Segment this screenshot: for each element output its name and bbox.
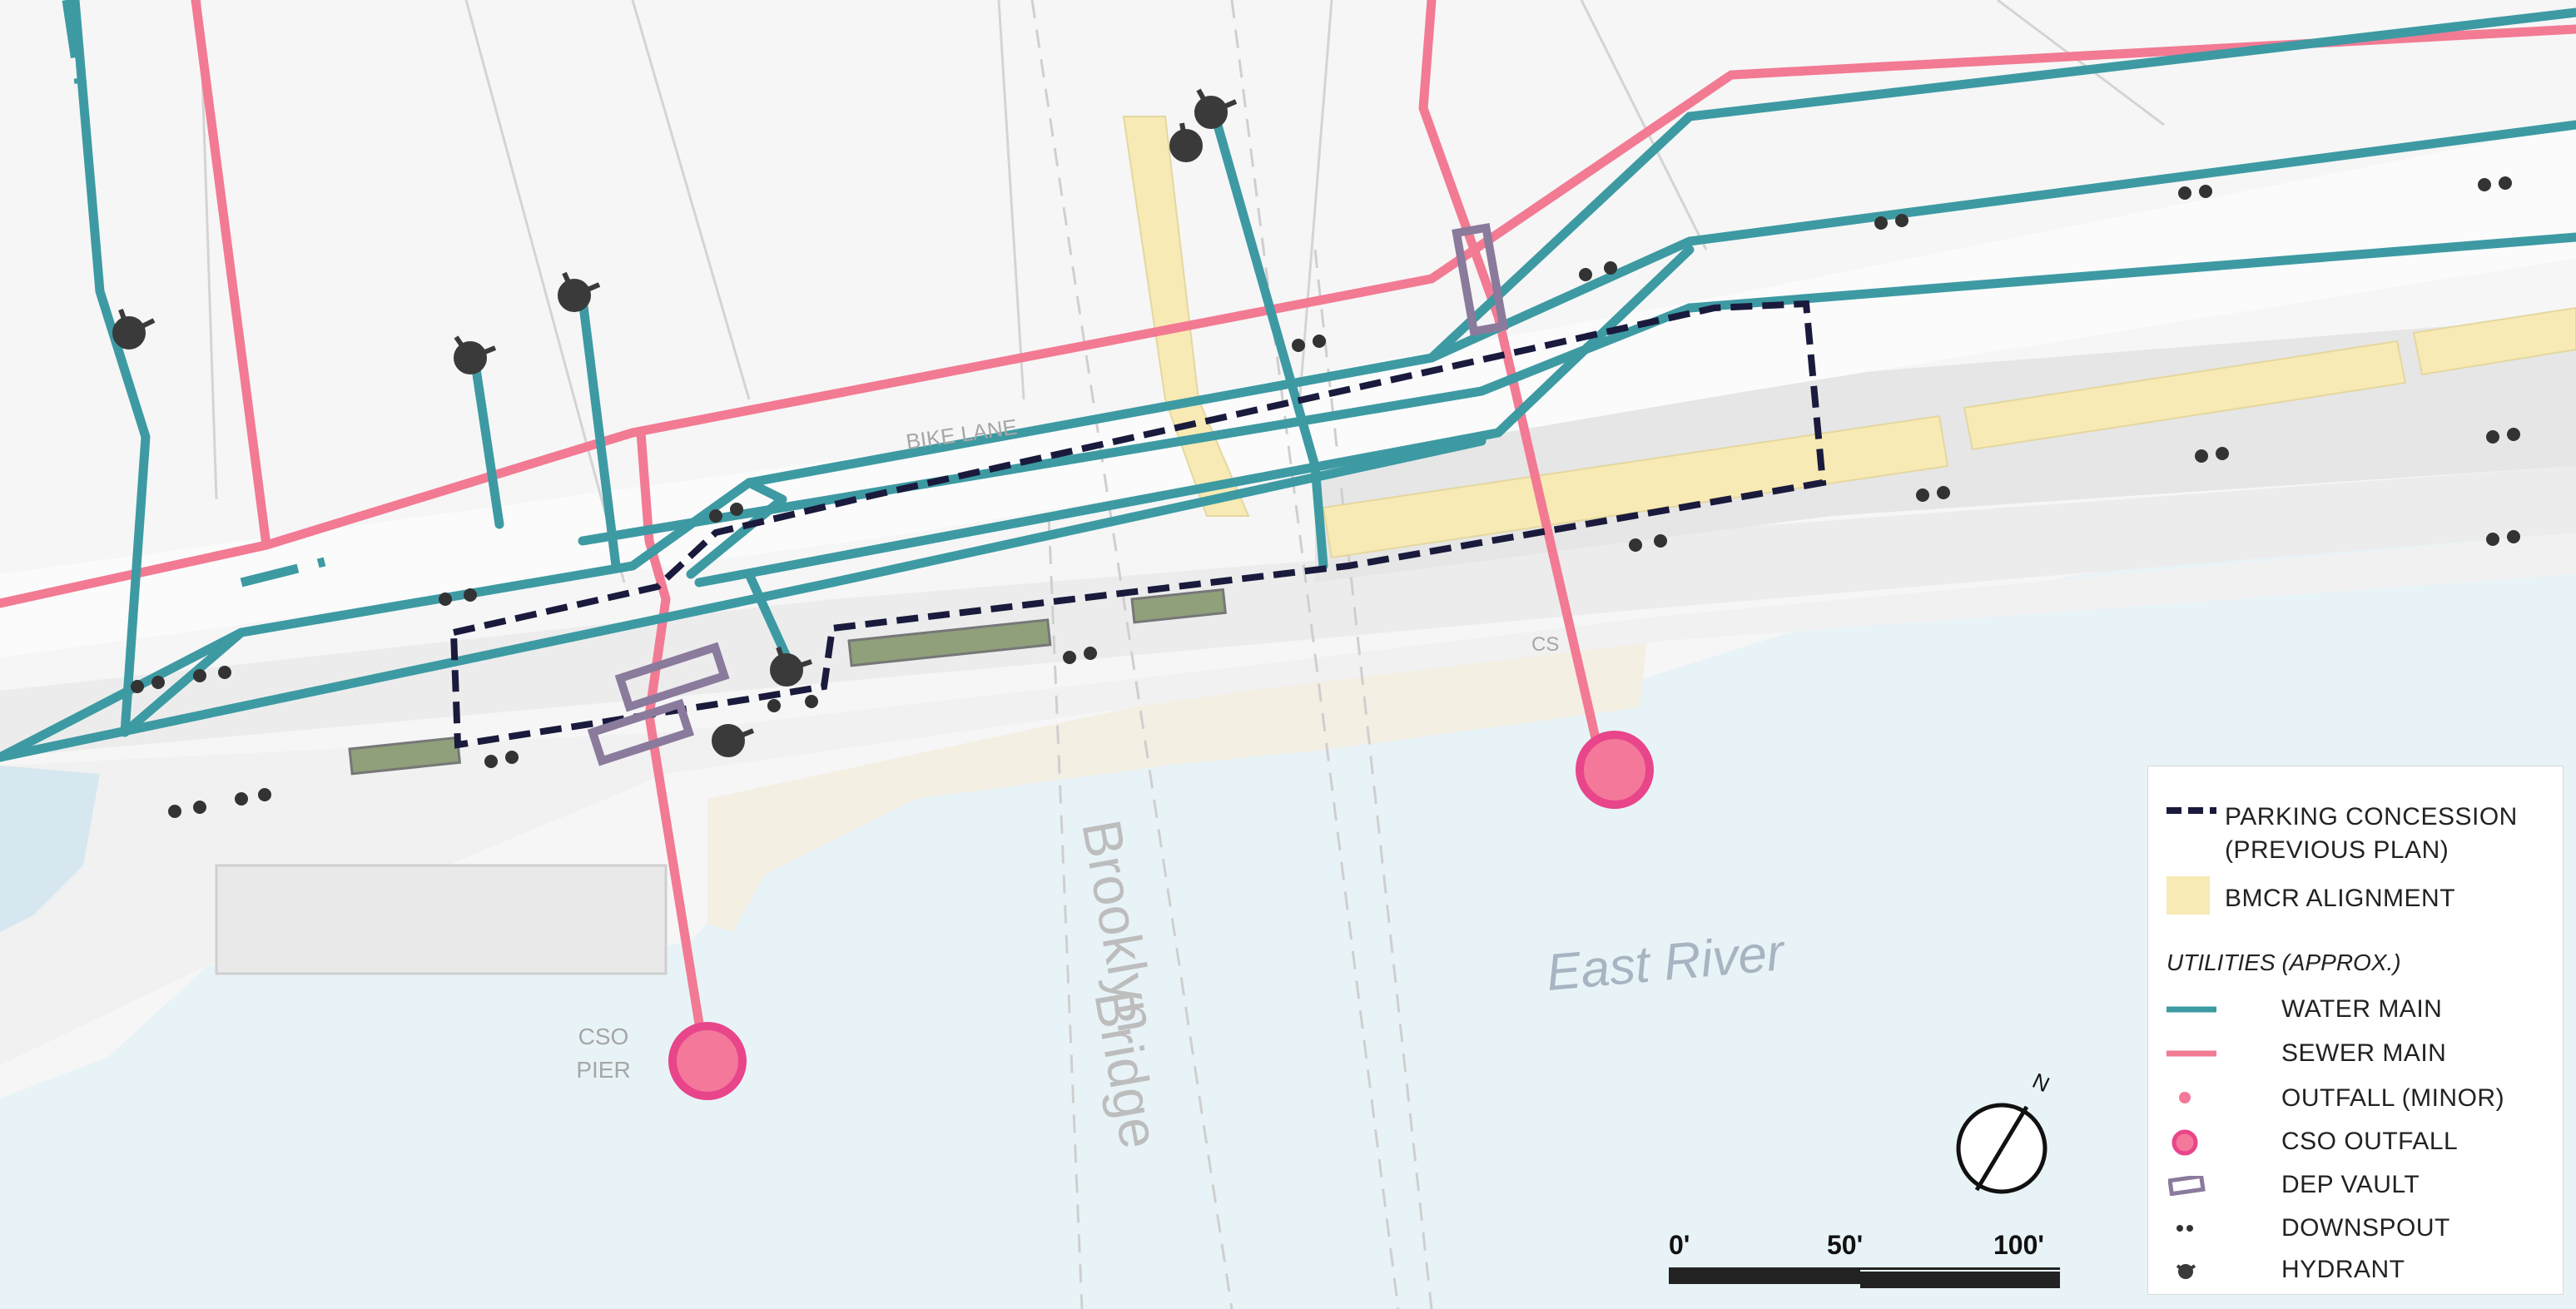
hydrant-icon [2176,1264,2196,1279]
scale-label-0: 0' [1669,1230,1690,1260]
scale-bar [1669,1267,2060,1288]
pink-line-icon [2167,1050,2216,1057]
sewer-main-west-vertical [191,0,271,550]
water-main-mid-north [744,120,2576,488]
water-main-west-loop [0,478,787,762]
double-dot-icon [2176,1225,2193,1232]
cs-marker-label: CS [1531,633,1559,656]
legend-dep-vault-label: DEP VAULT [2281,1171,2420,1198]
legend-water-main-label: WATER MAIN [2281,995,2443,1023]
dep-vaults [587,222,1509,766]
water-main-west-vertical [70,0,151,737]
legend-parking-label-line1: PARKING CONCESSION [2225,803,2518,831]
cso-pier [215,864,668,975]
east-river-water [0,516,2576,1309]
beach-area [707,632,1648,932]
legend-utilities-heading: UTILITIES (APPROX.) [2167,950,2401,975]
dashed-navy-line-icon [2167,807,2216,814]
sewer-main-right-branch [1418,0,1603,754]
cso-outfalls [668,731,1654,1100]
legend-downspout-label: DOWNSPOUT [2281,1214,2450,1242]
water-main-dashed [62,0,326,588]
water-mains [0,0,2576,762]
teal-line-icon [2167,1006,2216,1013]
small-pink-dot-icon [2179,1092,2191,1103]
legend: PARKING CONCESSION (PREVIOUS PLAN) BMCR … [2147,766,2564,1295]
scale-label-100: 100' [1993,1230,2044,1260]
planters [348,588,1227,776]
purple-rectangle-icon [2168,1176,2206,1196]
water-main-branch-3 [578,295,621,571]
parking-concession-boundary [449,300,1827,749]
scale-label-50: 50' [1827,1230,1864,1260]
legend-parking-label-line2: (PREVIOUS PLAN) [2225,836,2449,864]
water-main-branch-4 [744,569,796,671]
cso-pier-label-line1: CSO [578,1024,629,1049]
promenade [0,466,2576,757]
water-main-far-north [1685,7,2576,121]
legend-bmcr-label: BMCR ALIGNMENT [2225,885,2456,912]
cso-pier-label-line2: PIER [576,1057,630,1083]
legend-hydrant-label: HYDRANT [2281,1256,2405,1283]
water-main-center-2 [694,245,1695,588]
downspouts [131,176,2520,818]
large-pink-circle-icon [2171,1129,2198,1156]
marina [0,766,100,932]
legend-outfall-minor-label: OUTFALL (MINOR) [2281,1084,2505,1112]
water-main-branch-1 [120,627,246,737]
bmcr-alignment [1122,116,2576,559]
lower-promenade [0,533,2576,1065]
sewer-main-north [0,24,2576,608]
water-main-branch-5 [1210,112,1328,571]
water-main-south-long [0,436,1487,762]
legend-sewer-main-label: SEWER MAIN [2281,1039,2447,1067]
water-main-deck [1685,232,2576,313]
legend-cso-outfall-label: CSO OUTFALL [2281,1128,2459,1155]
bridge-dashed-lines [1030,0,1433,1309]
yellow-swatch-icon [2167,876,2210,915]
water-main-branch-2 [469,353,504,529]
hydrants [112,88,1238,757]
